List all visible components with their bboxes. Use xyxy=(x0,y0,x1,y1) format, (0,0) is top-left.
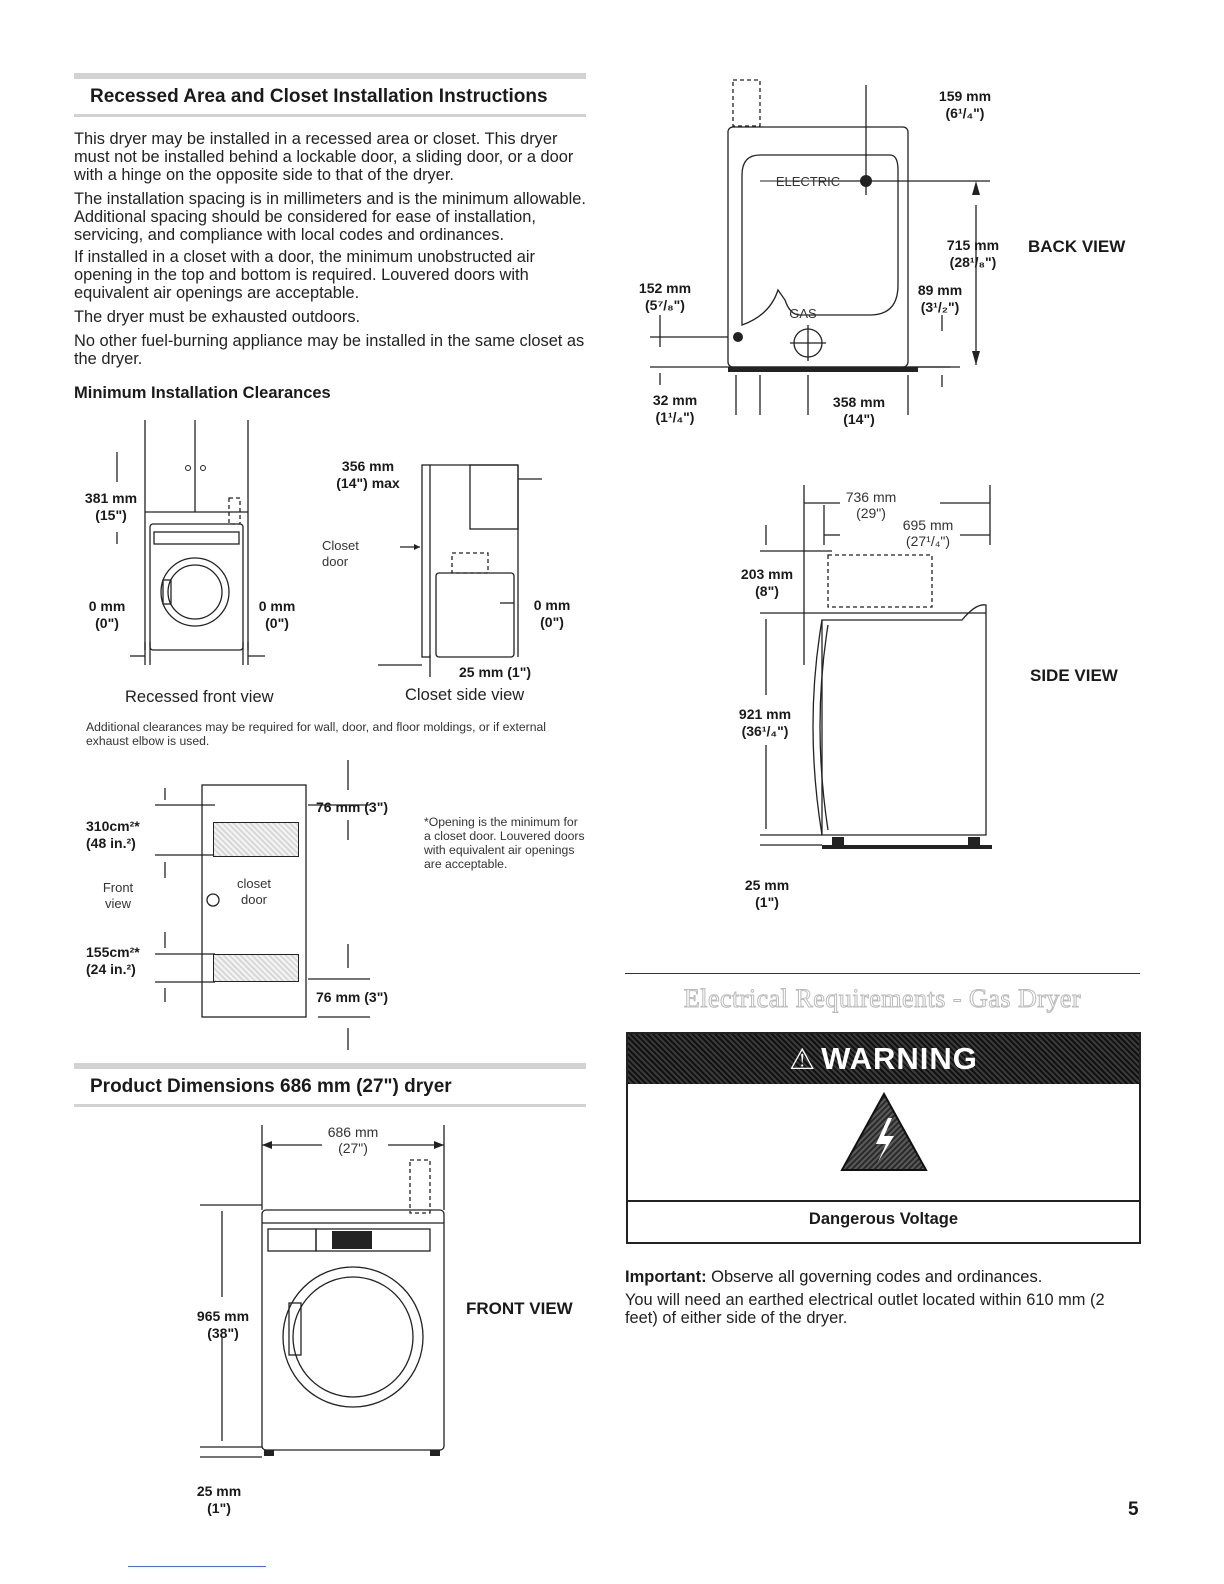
warning-triangle-icon: ⚠ xyxy=(789,1043,816,1076)
paragraph-2: The installation spacing is in millimete… xyxy=(74,190,586,244)
section-title-electrical: Electrical Requirements - Gas Dryer xyxy=(683,984,1082,1014)
back-view-diagram xyxy=(650,79,990,415)
paragraph-5: No other fuel-burning appliance may be i… xyxy=(74,332,585,368)
front-top-clearance: 381 mm(15") xyxy=(84,490,138,523)
paragraph-3: If installed in a closet with a door, th… xyxy=(74,248,535,302)
subtitle-clearances: Minimum Installation Clearances xyxy=(74,384,331,402)
bottom-air-opening xyxy=(213,954,299,982)
back-32-label: 32 mm(1¹/₄") xyxy=(652,392,698,425)
high-voltage-icon xyxy=(840,1091,928,1171)
link-underline xyxy=(128,1566,266,1567)
side-view-title: SIDE VIEW xyxy=(1030,666,1118,685)
section-title-product: Product Dimensions 686 mm (27") dryer xyxy=(90,1076,452,1097)
page-number: 5 xyxy=(1128,1499,1139,1520)
important-text: Observe all governing codes and ordinanc… xyxy=(706,1268,1043,1286)
side-top-clearance: 356 mm(14") max xyxy=(336,458,400,491)
side-right-clearance: 0 mm(0") xyxy=(533,597,571,630)
closet-door-text: closet door xyxy=(237,876,271,907)
electric-label: ELECTRIC xyxy=(775,174,841,189)
bottom-opening-area: 155cm²*(24 in.²) xyxy=(86,944,140,977)
important-label: Important: xyxy=(625,1268,707,1286)
height-label: 965 mm(38") xyxy=(196,1308,250,1341)
bottom-gap-label: 76 mm (3") xyxy=(316,989,388,1005)
recessed-front-diagram xyxy=(116,420,265,665)
warning-text: WARNING xyxy=(821,1041,978,1076)
back-top-label: 159 mm(6¹/₄") xyxy=(938,88,992,121)
opening-footnote: *Opening is the minimum for a closet doo… xyxy=(424,815,585,871)
back-152-label: 152 mm(5⁷/₈") xyxy=(638,280,692,313)
front-view-diagram xyxy=(200,1125,445,1458)
danger-label: Dangerous Voltage xyxy=(808,1210,959,1228)
side-695-label: 695 mm(27¹/₄") xyxy=(902,517,954,549)
gas-label: GAS xyxy=(789,306,817,321)
front-view-title: FRONT VIEW xyxy=(466,1299,573,1318)
caption-closet-side: Closet side view xyxy=(405,686,525,704)
top-air-opening xyxy=(213,822,299,857)
side-736-label: 736 mm(29") xyxy=(845,489,897,521)
back-view-title: BACK VIEW xyxy=(1028,237,1126,256)
front-right-clearance: 0 mm(0") xyxy=(258,598,296,631)
header-band xyxy=(74,1063,586,1069)
top-opening-area: 310cm²*(48 in.²) xyxy=(86,818,140,851)
front-view-label: Front view xyxy=(102,880,134,911)
closet-side-diagram xyxy=(378,464,542,677)
warning-box: ⚠ WARNING Dangerous Voltage xyxy=(626,1032,1141,1244)
header-rule xyxy=(74,1104,586,1107)
warning-divider xyxy=(628,1200,1139,1202)
side-25-label: 25 mm(1") xyxy=(744,877,790,910)
header-band xyxy=(74,73,586,79)
top-gap-label: 76 mm (3") xyxy=(316,799,388,815)
foot-height-label: 25 mm(1") xyxy=(196,1483,242,1516)
back-358-label: 358 mm(14") xyxy=(832,394,886,427)
side-bottom-clearance: 25 mm (1") xyxy=(459,664,531,680)
caption-recessed-front: Recessed front view xyxy=(125,688,274,706)
paragraph-1: This dryer may be installed in a recesse… xyxy=(74,130,574,184)
clearance-note: Additional clearances may be required fo… xyxy=(86,720,546,748)
side-view-diagram xyxy=(760,485,992,849)
closet-door-diagram xyxy=(155,760,370,1050)
width-label: 686 mm(27") xyxy=(327,1124,379,1156)
back-89-label: 89 mm(3¹/₂") xyxy=(917,282,963,315)
side-921-label: 921 mm(36¹/₄") xyxy=(738,706,792,739)
section-divider xyxy=(625,973,1140,974)
warning-symbol-area xyxy=(628,1084,1139,1194)
side-203-label: 203 mm(8") xyxy=(740,566,794,599)
important-line: Important: Observe all governing codes a… xyxy=(625,1268,1042,1287)
paragraph-4: The dryer must be exhausted outdoors. xyxy=(74,308,361,326)
section-title-recessed: Recessed Area and Closet Installation In… xyxy=(90,86,548,107)
closet-door-label: Closet door xyxy=(322,538,359,569)
electrical-body: You will need an earthed electrical outl… xyxy=(625,1291,1105,1327)
back-715-label: 715 mm(28¹/₈") xyxy=(946,237,1000,270)
front-left-clearance: 0 mm(0") xyxy=(88,598,126,631)
warning-header: ⚠ WARNING xyxy=(628,1034,1139,1084)
header-rule xyxy=(74,114,586,117)
